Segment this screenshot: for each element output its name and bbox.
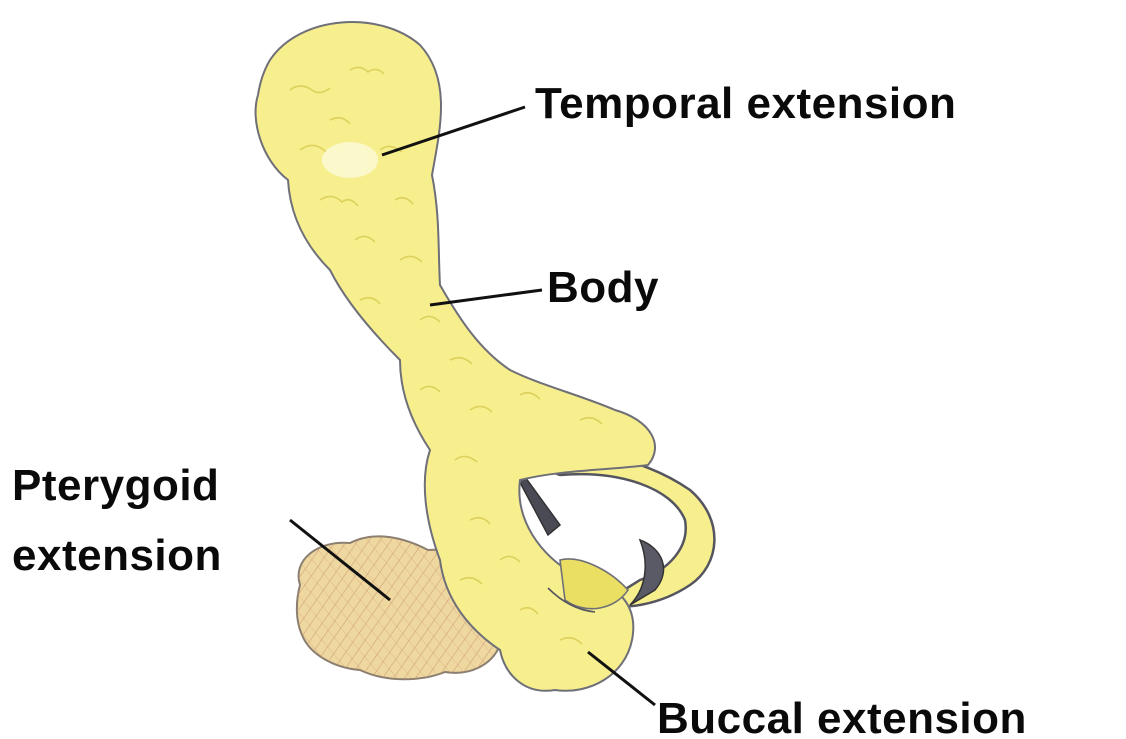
label-temporal-extension: Temporal extension [535, 79, 956, 128]
label-pterygoid-line1: Pterygoid [12, 461, 219, 510]
label-body: Body [547, 263, 659, 312]
label-pterygoid-line2: extension [12, 531, 222, 580]
label-buccal-extension: Buccal extension [657, 694, 1027, 739]
